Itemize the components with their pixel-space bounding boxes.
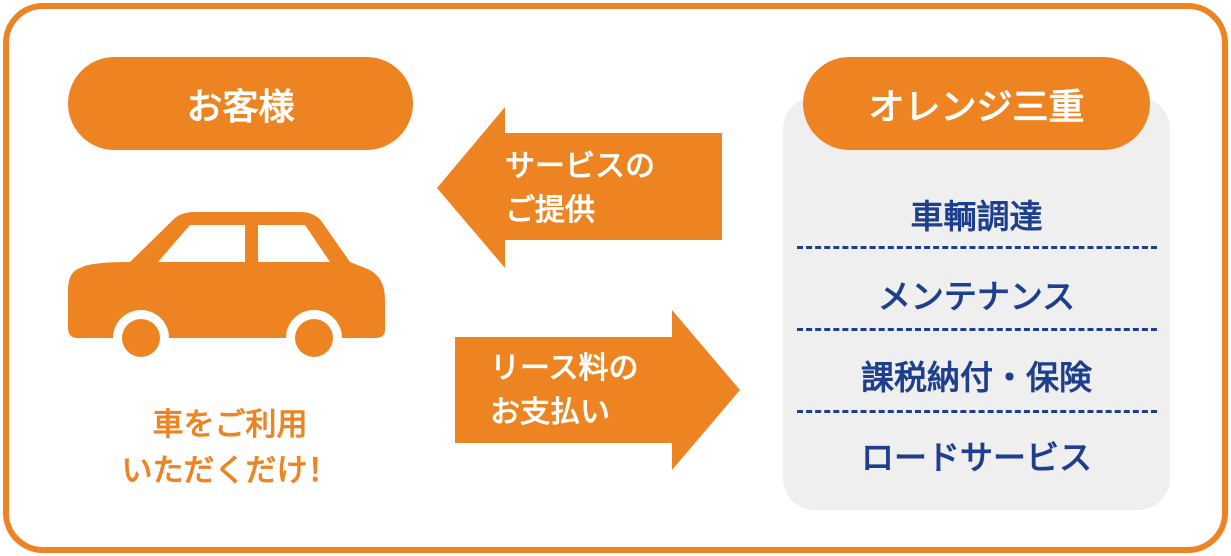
divider: [797, 410, 1157, 413]
service-item: メンテナンス: [877, 277, 1076, 316]
arrow-right-payment: [455, 310, 740, 470]
service-item: ロードサービス: [861, 438, 1092, 477]
customer-caption-line2: いただくだけ！: [121, 453, 339, 489]
customer-caption-line1: 車をご利用: [152, 407, 308, 443]
service-arrow-line1: サービスの: [505, 149, 655, 184]
payment-arrow-line2: お支払い: [490, 395, 610, 430]
arrow-left-service: [437, 107, 722, 268]
company-services-panel: [783, 97, 1170, 510]
service-item: 課税納付・保険: [861, 358, 1092, 397]
customer-label: お客様: [68, 57, 413, 150]
service-item: 車輌調達: [910, 197, 1043, 236]
divider: [797, 328, 1157, 331]
diagram-frame: [3, 3, 1228, 553]
payment-arrow-line1: リース料の: [490, 351, 639, 386]
car-icon: [68, 212, 385, 366]
service-arrow-line2: ご提供: [505, 193, 595, 228]
divider: [797, 246, 1157, 249]
company-label: オレンジ三重: [803, 57, 1150, 150]
